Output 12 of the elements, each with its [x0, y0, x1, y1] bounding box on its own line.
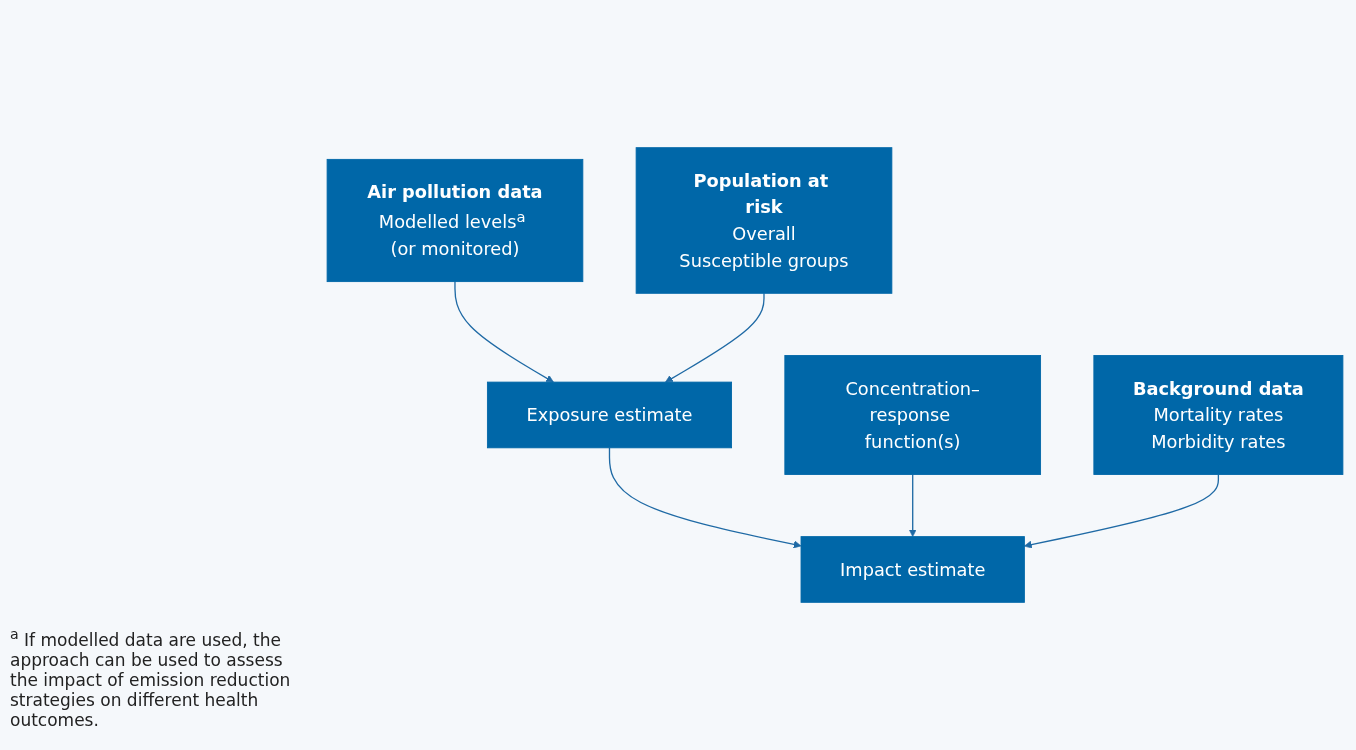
arrow [665, 292, 765, 383]
node-box: Air pollution data Modelled levels$^{a}$ (or monitored) [326, 158, 584, 283]
arrow [454, 280, 554, 383]
node-box: Impact estimate [800, 536, 1025, 603]
arrow [908, 473, 917, 537]
arrow [1024, 473, 1220, 549]
node-box: Population at risk Overall Susceptible groups [635, 147, 893, 294]
node-box: Exposure estimate [486, 381, 732, 449]
footnote: $^{a}$ If modelled data are used, the approach can be used to assess the impact of emission reduction strategies on different health outcomes. [10, 626, 292, 730]
arrow [608, 447, 802, 549]
node-box: Concentration–response function(s) [784, 355, 1042, 475]
node-box: Background data Mortality rates Morbidity rates [1093, 355, 1344, 475]
